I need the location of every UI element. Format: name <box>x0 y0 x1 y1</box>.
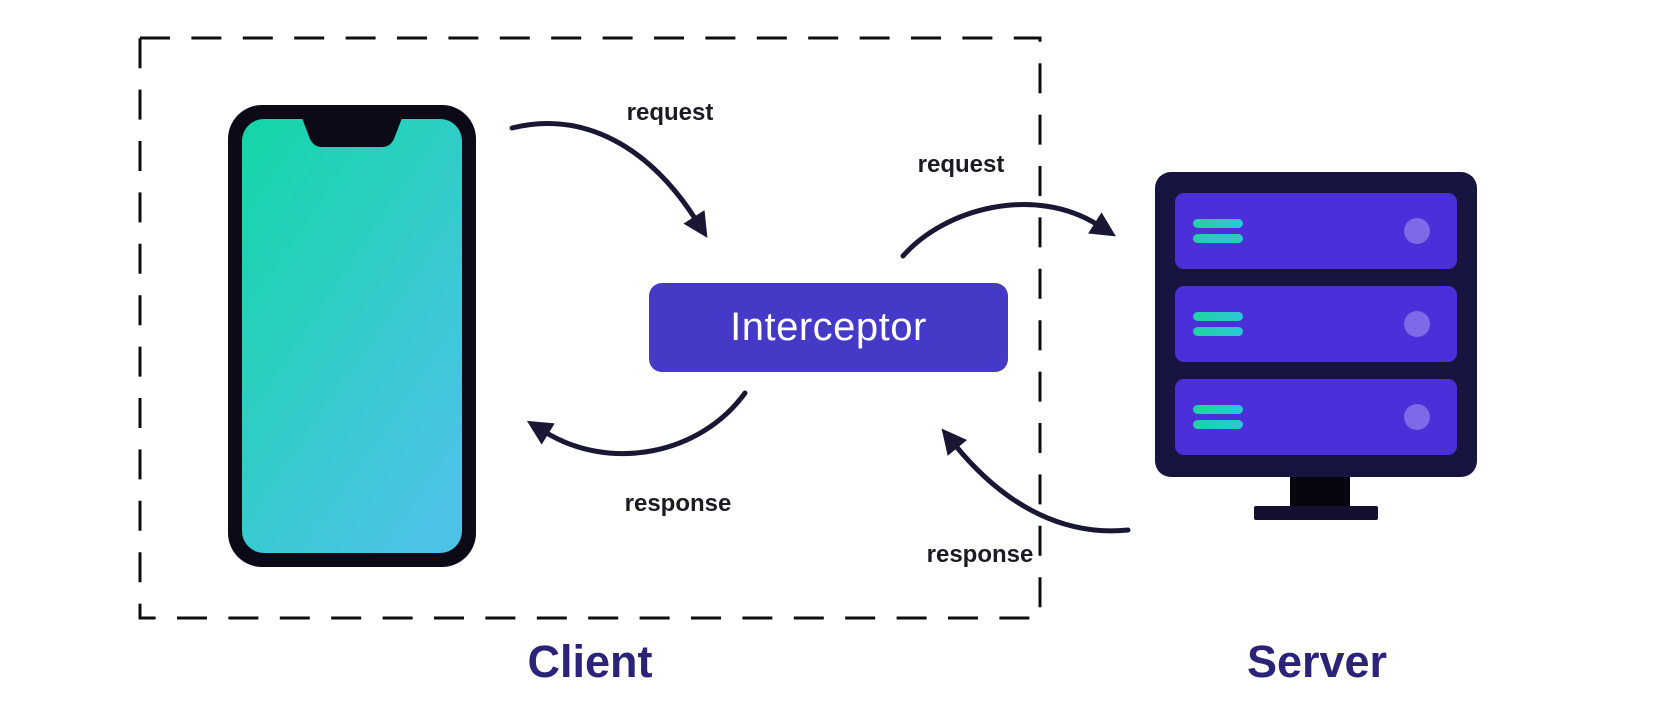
phone-screen <box>242 119 462 553</box>
request-label-server: request <box>917 151 1005 178</box>
smartphone-icon <box>228 105 476 567</box>
server-base <box>1254 506 1378 520</box>
server-rack-unit <box>1175 286 1457 362</box>
interceptor-box: Interceptor <box>649 283 1008 372</box>
arrow-response-server-to-interceptor <box>941 428 1131 534</box>
arrow-request-interceptor-to-server <box>900 202 1116 259</box>
request-label-client: request <box>626 99 714 126</box>
client-boundary-dashed-box <box>138 36 1042 620</box>
server-stand <box>1290 477 1350 506</box>
client-label: Client <box>527 636 653 687</box>
server-label: Server <box>1246 636 1388 687</box>
arrow-response-interceptor-to-client <box>526 390 748 457</box>
interceptor-label: Interceptor <box>730 305 927 349</box>
server-rack-unit <box>1175 379 1457 455</box>
response-label-server: response <box>926 541 1034 568</box>
server-icon <box>1155 172 1477 520</box>
arrow-request-client-to-interceptor <box>509 121 708 238</box>
response-label-client: response <box>624 490 732 517</box>
phone-notch <box>302 118 402 147</box>
server-rack-unit <box>1175 193 1457 269</box>
